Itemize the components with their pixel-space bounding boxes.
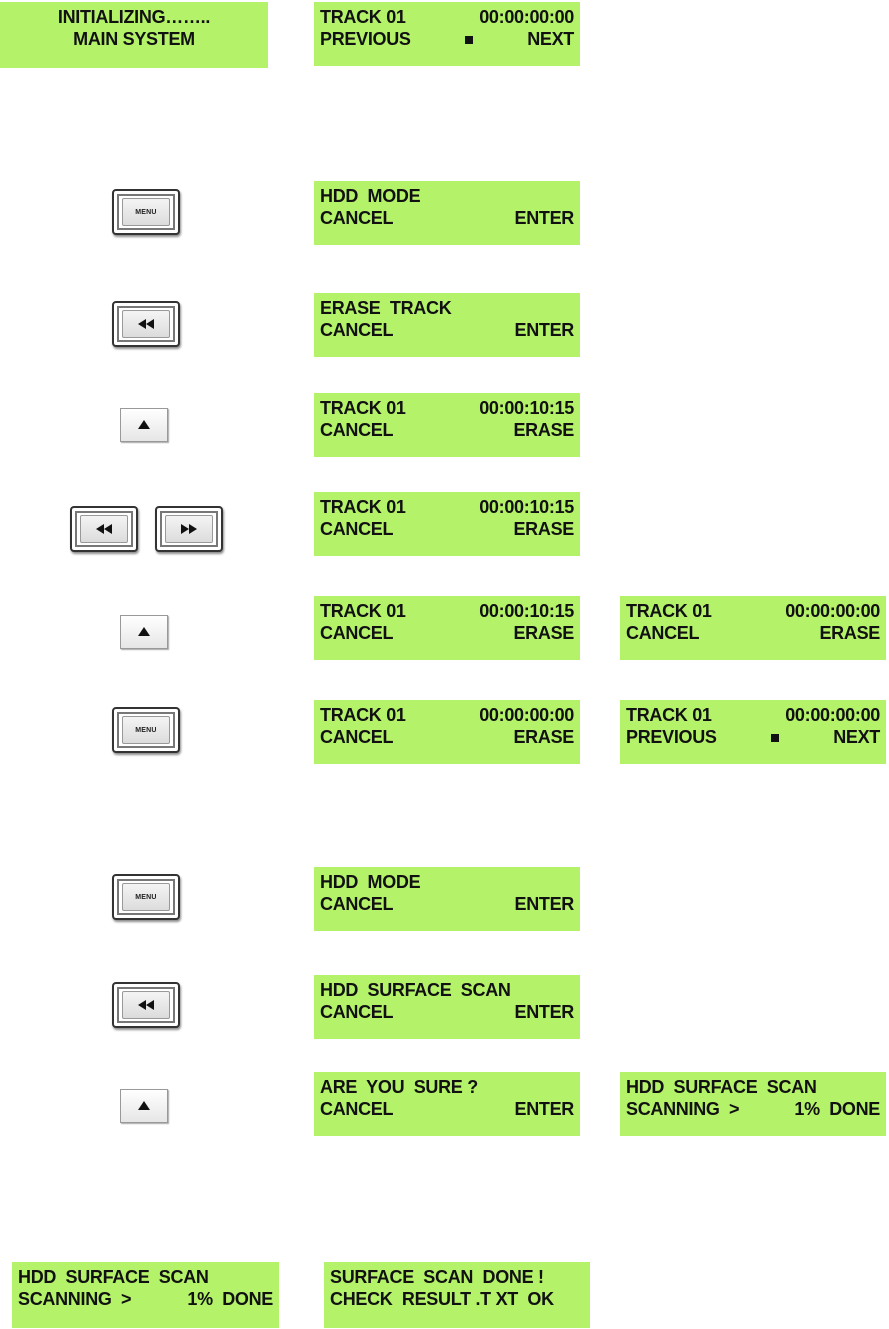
lcd-display-scan-done: SURFACE SCAN DONE ! CHECK RESULT .T XT O… <box>324 1262 590 1328</box>
lcd-line2-left: CANCEL <box>320 208 394 228</box>
lcd-display-hdd-mode: HDD MODE CANCEL ENTER <box>314 867 580 931</box>
double-left-triangle-icon <box>95 524 113 534</box>
lcd-display-track-erase-reset: TRACK 01 00:00:00:00 CANCEL ERASE <box>620 596 886 660</box>
menu-button-label: MENU <box>135 893 157 901</box>
up-triangle-icon <box>138 1097 150 1115</box>
lcd-display-scanning: HDD SURFACE SCAN SCANNING > 1% DONE <box>12 1262 279 1328</box>
up-button[interactable] <box>120 615 168 649</box>
up-button[interactable] <box>120 408 168 442</box>
lcd-line1-left: TRACK 01 <box>320 398 406 418</box>
lcd-display-track-main: TRACK 01 00:00:00:00 PREVIOUS NEXT <box>620 700 886 764</box>
lcd-line1-left: HDD SURFACE SCAN <box>320 980 511 1000</box>
stop-square-icon <box>451 28 487 50</box>
lcd-line2-right: ENTER <box>514 1099 574 1119</box>
fast-forward-button[interactable] <box>155 506 223 552</box>
lcd-line1-right: 00:00:10:15 <box>479 398 574 418</box>
menu-button-label: MENU <box>135 208 157 216</box>
lcd-display-track-main: TRACK 01 00:00:00:00 PREVIOUS NEXT <box>314 2 580 66</box>
lcd-line2-left: CANCEL <box>320 727 394 747</box>
up-triangle-icon <box>138 416 150 434</box>
stop-square-icon <box>757 726 793 748</box>
lcd-line1-right: 00:00:00:00 <box>479 7 574 27</box>
lcd-line1-left: ARE YOU SURE ? <box>320 1077 478 1097</box>
rewind-button[interactable] <box>112 301 180 347</box>
double-left-triangle-icon <box>137 1000 155 1010</box>
lcd-display-track-erase-reset: TRACK 01 00:00:00:00 CANCEL ERASE <box>314 700 580 764</box>
lcd-line2-right: NEXT <box>833 727 880 747</box>
lcd-line1-left: TRACK 01 <box>320 7 406 27</box>
lcd-line2-left: CANCEL <box>320 519 394 539</box>
lcd-line1-right: 00:00:10:15 <box>479 497 574 517</box>
lcd-line1-right: 00:00:00:00 <box>479 705 574 725</box>
lcd-line1-left: TRACK 01 <box>626 705 712 725</box>
lcd-line2-right: ERASE <box>513 519 574 539</box>
lcd-line1-left: TRACK 01 <box>626 601 712 621</box>
rewind-button[interactable] <box>112 982 180 1028</box>
lcd-line2-left: MAIN SYSTEM <box>73 29 195 49</box>
lcd-line2-right: ENTER <box>514 208 574 228</box>
lcd-line2-right: ENTER <box>514 1002 574 1022</box>
lcd-line1-right: 00:00:10:15 <box>479 601 574 621</box>
lcd-line2-left: CANCEL <box>320 623 394 643</box>
lcd-line2-right: ENTER <box>514 894 574 914</box>
lcd-line2-right: ERASE <box>819 623 880 643</box>
lcd-display-hdd-mode: HDD MODE CANCEL ENTER <box>314 181 580 245</box>
lcd-line1-left: SURFACE SCAN DONE ! <box>330 1267 544 1287</box>
lcd-display-initializing: INITIALIZING…….. MAIN SYSTEM <box>0 2 268 68</box>
lcd-display-track-erase: TRACK 01 00:00:10:15 CANCEL ERASE <box>314 492 580 556</box>
lcd-line2-left: PREVIOUS <box>626 727 717 747</box>
lcd-line1-left: HDD SURFACE SCAN <box>626 1077 817 1097</box>
lcd-line2-left: CANCEL <box>626 623 700 643</box>
menu-button-label: MENU <box>135 726 157 734</box>
lcd-line2-right: ENTER <box>514 320 574 340</box>
lcd-display-scanning: HDD SURFACE SCAN SCANNING > 1% DONE <box>620 1072 886 1136</box>
lcd-display-hdd-surface-scan: HDD SURFACE SCAN CANCEL ENTER <box>314 975 580 1039</box>
lcd-line2-right: ERASE <box>513 623 574 643</box>
rewind-button[interactable] <box>70 506 138 552</box>
lcd-display-are-you-sure: ARE YOU SURE ? CANCEL ENTER <box>314 1072 580 1136</box>
lcd-line1-left: HDD SURFACE SCAN <box>18 1267 209 1287</box>
lcd-line1-left: HDD MODE <box>320 186 421 206</box>
lcd-line2-right: NEXT <box>527 29 574 49</box>
lcd-line2-left: CANCEL <box>320 1099 394 1119</box>
lcd-line2-left: SCANNING > <box>626 1099 740 1119</box>
lcd-display-track-erase: TRACK 01 00:00:10:15 CANCEL ERASE <box>314 393 580 457</box>
up-triangle-icon <box>138 623 150 641</box>
lcd-line2-left: CHECK RESULT .T XT OK <box>330 1289 554 1309</box>
lcd-line2-right: 1% DONE <box>794 1099 880 1119</box>
lcd-line1-right: 00:00:00:00 <box>785 601 880 621</box>
lcd-line2-left: CANCEL <box>320 320 394 340</box>
lcd-line1-left: ERASE TRACK <box>320 298 452 318</box>
lcd-line1-left: TRACK 01 <box>320 601 406 621</box>
lcd-line1-left: TRACK 01 <box>320 497 406 517</box>
double-left-triangle-icon <box>137 319 155 329</box>
lcd-line1-right: 00:00:00:00 <box>785 705 880 725</box>
double-right-triangle-icon <box>180 524 198 534</box>
lcd-display-erase-track: ERASE TRACK CANCEL ENTER <box>314 293 580 357</box>
lcd-line2-left: CANCEL <box>320 420 394 440</box>
lcd-line2-left: SCANNING > <box>18 1289 132 1309</box>
lcd-line2-right: ERASE <box>513 727 574 747</box>
lcd-display-track-erase: TRACK 01 00:00:10:15 CANCEL ERASE <box>314 596 580 660</box>
up-button[interactable] <box>120 1089 168 1123</box>
lcd-line2-left: CANCEL <box>320 1002 394 1022</box>
menu-button[interactable]: MENU <box>112 874 180 920</box>
lcd-line2-left: PREVIOUS <box>320 29 411 49</box>
lcd-line2-left: CANCEL <box>320 894 394 914</box>
lcd-line2-right: ERASE <box>513 420 574 440</box>
menu-button[interactable]: MENU <box>112 707 180 753</box>
lcd-line1-left: TRACK 01 <box>320 705 406 725</box>
lcd-line1-left: INITIALIZING…….. <box>57 7 211 27</box>
menu-button[interactable]: MENU <box>112 189 180 235</box>
lcd-line1-left: HDD MODE <box>320 872 421 892</box>
lcd-line2-right: 1% DONE <box>187 1289 273 1309</box>
